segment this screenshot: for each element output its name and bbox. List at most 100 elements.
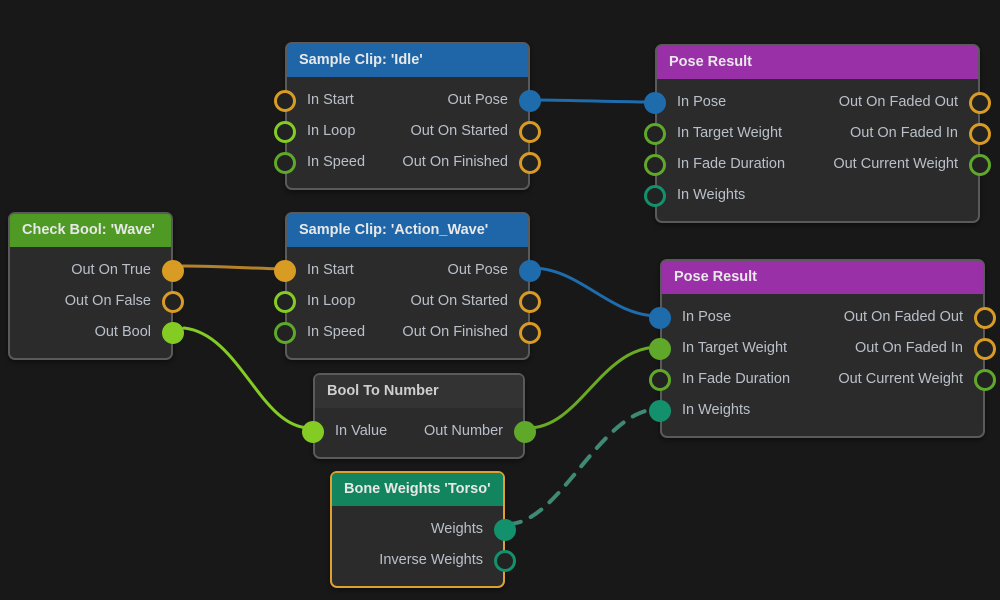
output-pin-pose-icon[interactable] xyxy=(519,89,541,112)
input-pin-label: In Fade Duration xyxy=(677,156,786,172)
input-pin-pose-icon[interactable] xyxy=(644,91,666,114)
node-title-check_bool_wave: Check Bool: 'Wave' xyxy=(10,214,171,247)
output-pin-label: Out On Faded In xyxy=(849,125,958,141)
output-pin-label: Out On Finished xyxy=(402,324,508,340)
input-pin-label: In Loop xyxy=(307,293,356,309)
input-pin-label: In Start xyxy=(307,262,354,278)
input-pin-exec-icon[interactable] xyxy=(274,259,296,282)
input-pin-label: In Speed xyxy=(307,324,366,340)
pin-row: In Weights xyxy=(644,180,978,211)
output-pin-bool-icon[interactable] xyxy=(162,321,184,344)
input-pin-label: In Start xyxy=(307,92,354,108)
input-pin-number-icon[interactable] xyxy=(649,337,671,360)
output-pin-exec-icon[interactable] xyxy=(519,151,541,174)
node-title-bone_weights_torso: Bone Weights 'Torso' xyxy=(332,473,503,506)
input-pin-number-icon[interactable] xyxy=(274,321,296,344)
output-pin-number-icon[interactable] xyxy=(514,420,536,443)
output-pin-exec-icon[interactable] xyxy=(974,306,996,329)
input-pin-number-icon[interactable] xyxy=(274,151,296,174)
input-pin-label: In Value xyxy=(335,423,388,439)
node-title-bool_to_number: Bool To Number xyxy=(315,375,523,408)
node-body: In Value Out Number xyxy=(302,408,536,457)
input-pin-weights-icon[interactable] xyxy=(644,184,666,207)
output-pin-label: Out On Started xyxy=(410,293,508,309)
pin-row: In Fade Duration Out Current Weight xyxy=(649,364,996,395)
output-pin-label: Out Pose xyxy=(447,92,508,108)
output-pin-label: Out On Faded In xyxy=(854,340,963,356)
input-pin-number-icon[interactable] xyxy=(644,153,666,176)
pin-row: Out Bool xyxy=(10,317,184,348)
input-pin-bool-icon[interactable] xyxy=(274,290,296,313)
input-pin-label: In Pose xyxy=(682,309,732,325)
node-body: In Pose Out On Faded Out In Target Weight O… xyxy=(644,79,991,221)
output-pin-exec-icon[interactable] xyxy=(162,290,184,313)
output-pin-exec-icon[interactable] xyxy=(162,259,184,282)
output-pin-exec-icon[interactable] xyxy=(519,120,541,143)
output-pin-exec-icon[interactable] xyxy=(969,91,991,114)
output-pin-label: Out Pose xyxy=(447,262,508,278)
input-pin-bool-icon[interactable] xyxy=(274,120,296,143)
output-pin-label: Out On Started xyxy=(410,123,508,139)
output-pin-number-icon[interactable] xyxy=(969,153,991,176)
connection-wire[interactable] xyxy=(530,266,660,318)
input-pin-exec-icon[interactable] xyxy=(274,89,296,112)
output-pin-label: Weights xyxy=(430,521,483,537)
pin-row: In Speed Out On Finished xyxy=(274,147,541,178)
output-pin-pose-icon[interactable] xyxy=(519,259,541,282)
pin-row: Weights xyxy=(332,514,516,545)
pin-row: Out On True xyxy=(10,255,184,286)
pin-row: In Pose Out On Faded Out xyxy=(649,302,996,333)
input-pin-number-icon[interactable] xyxy=(649,368,671,391)
input-pin-label: In Fade Duration xyxy=(682,371,791,387)
output-pin-label: Out Current Weight xyxy=(838,371,963,387)
input-pin-label: In Pose xyxy=(677,94,727,110)
output-pin-label: Out On Faded Out xyxy=(843,309,963,325)
output-pin-label: Out On Finished xyxy=(402,154,508,170)
output-pin-label: Out On False xyxy=(64,293,151,309)
input-pin-label: In Loop xyxy=(307,123,356,139)
output-pin-exec-icon[interactable] xyxy=(519,321,541,344)
output-pin-weights-icon[interactable] xyxy=(494,518,516,541)
output-pin-label: Out Bool xyxy=(94,324,151,340)
connection-wire[interactable] xyxy=(181,264,284,271)
node-bool_to_number[interactable]: Bool To Number In Value Out Number xyxy=(302,373,536,459)
output-pin-label: Out On True xyxy=(71,262,151,278)
pin-row: In Value Out Number xyxy=(302,416,536,447)
output-pin-label: Out Number xyxy=(424,423,503,439)
connection-wire[interactable] xyxy=(530,98,658,104)
output-pin-weights-icon[interactable] xyxy=(494,549,516,572)
pin-row: In Pose Out On Faded Out xyxy=(644,87,991,118)
output-pin-label: Out On Faded Out xyxy=(838,94,958,110)
output-pin-exec-icon[interactable] xyxy=(519,290,541,313)
pin-row: In Loop Out On Started xyxy=(274,286,541,317)
output-pin-exec-icon[interactable] xyxy=(969,122,991,145)
pin-row: Inverse Weights xyxy=(332,545,516,576)
output-pin-label: Inverse Weights xyxy=(379,552,483,568)
pin-row: In Weights xyxy=(649,395,983,426)
input-pin-number-icon[interactable] xyxy=(644,122,666,145)
pin-row: In Target Weight Out On Faded In xyxy=(649,333,996,364)
input-pin-label: In Target Weight xyxy=(677,125,783,141)
input-pin-label: In Speed xyxy=(307,154,366,170)
pin-row: In Start Out Pose xyxy=(274,255,541,286)
input-pin-pose-icon[interactable] xyxy=(649,306,671,329)
input-pin-label: In Target Weight xyxy=(682,340,788,356)
pin-row: In Loop Out On Started xyxy=(274,116,541,147)
output-pin-exec-icon[interactable] xyxy=(974,337,996,360)
pin-row: In Target Weight Out On Faded In xyxy=(644,118,991,149)
output-pin-number-icon[interactable] xyxy=(974,368,996,391)
connection-wire[interactable] xyxy=(526,345,660,430)
input-pin-bool-icon[interactable] xyxy=(302,420,324,443)
input-pin-weights-icon[interactable] xyxy=(649,399,671,422)
